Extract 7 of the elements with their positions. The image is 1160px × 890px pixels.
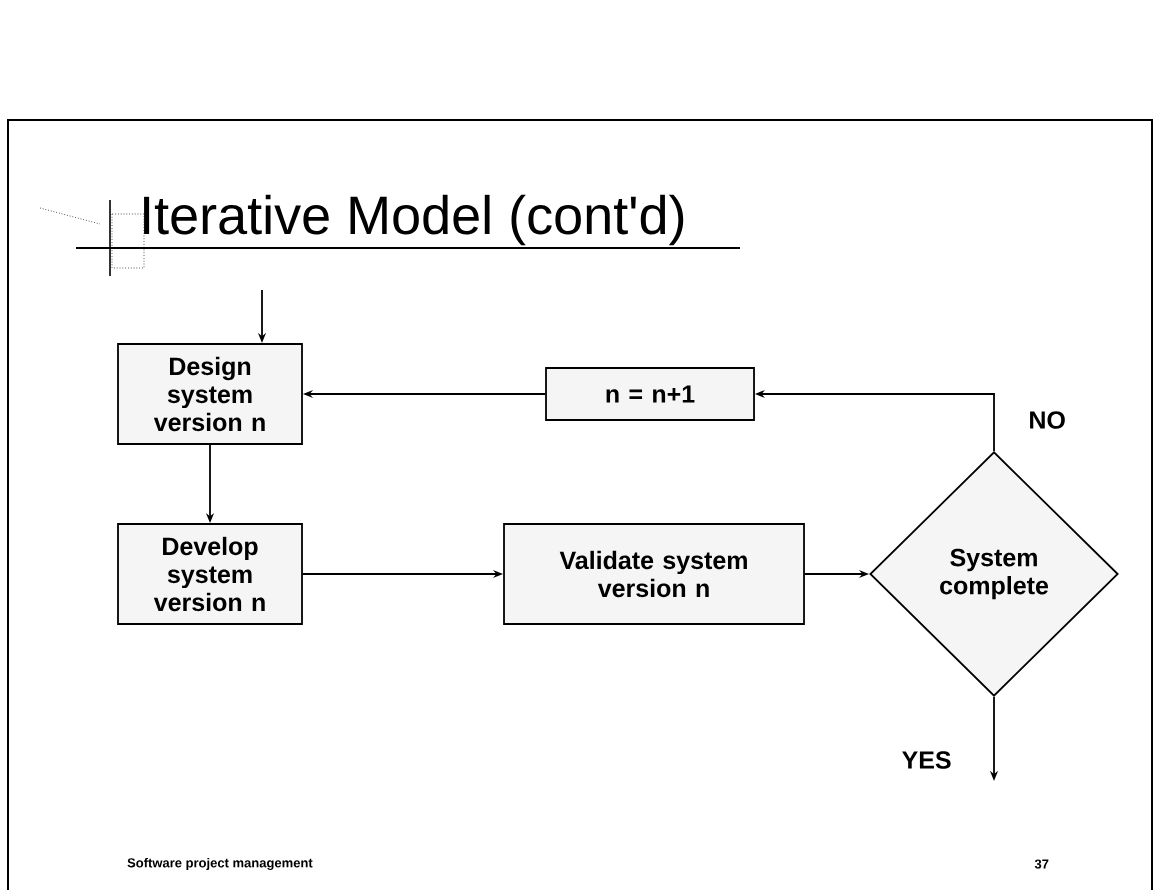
edge-label: YES — [902, 751, 951, 769]
title: Iterative Model (cont'd) — [144, 194, 684, 246]
process-box: Develop system version n — [117, 523, 303, 625]
process-box: Design system version n — [117, 343, 303, 445]
edge-label: NO — [1030, 411, 1065, 429]
process-box: Validate system version n — [503, 523, 805, 625]
process-box: n = n+1 — [545, 367, 755, 421]
